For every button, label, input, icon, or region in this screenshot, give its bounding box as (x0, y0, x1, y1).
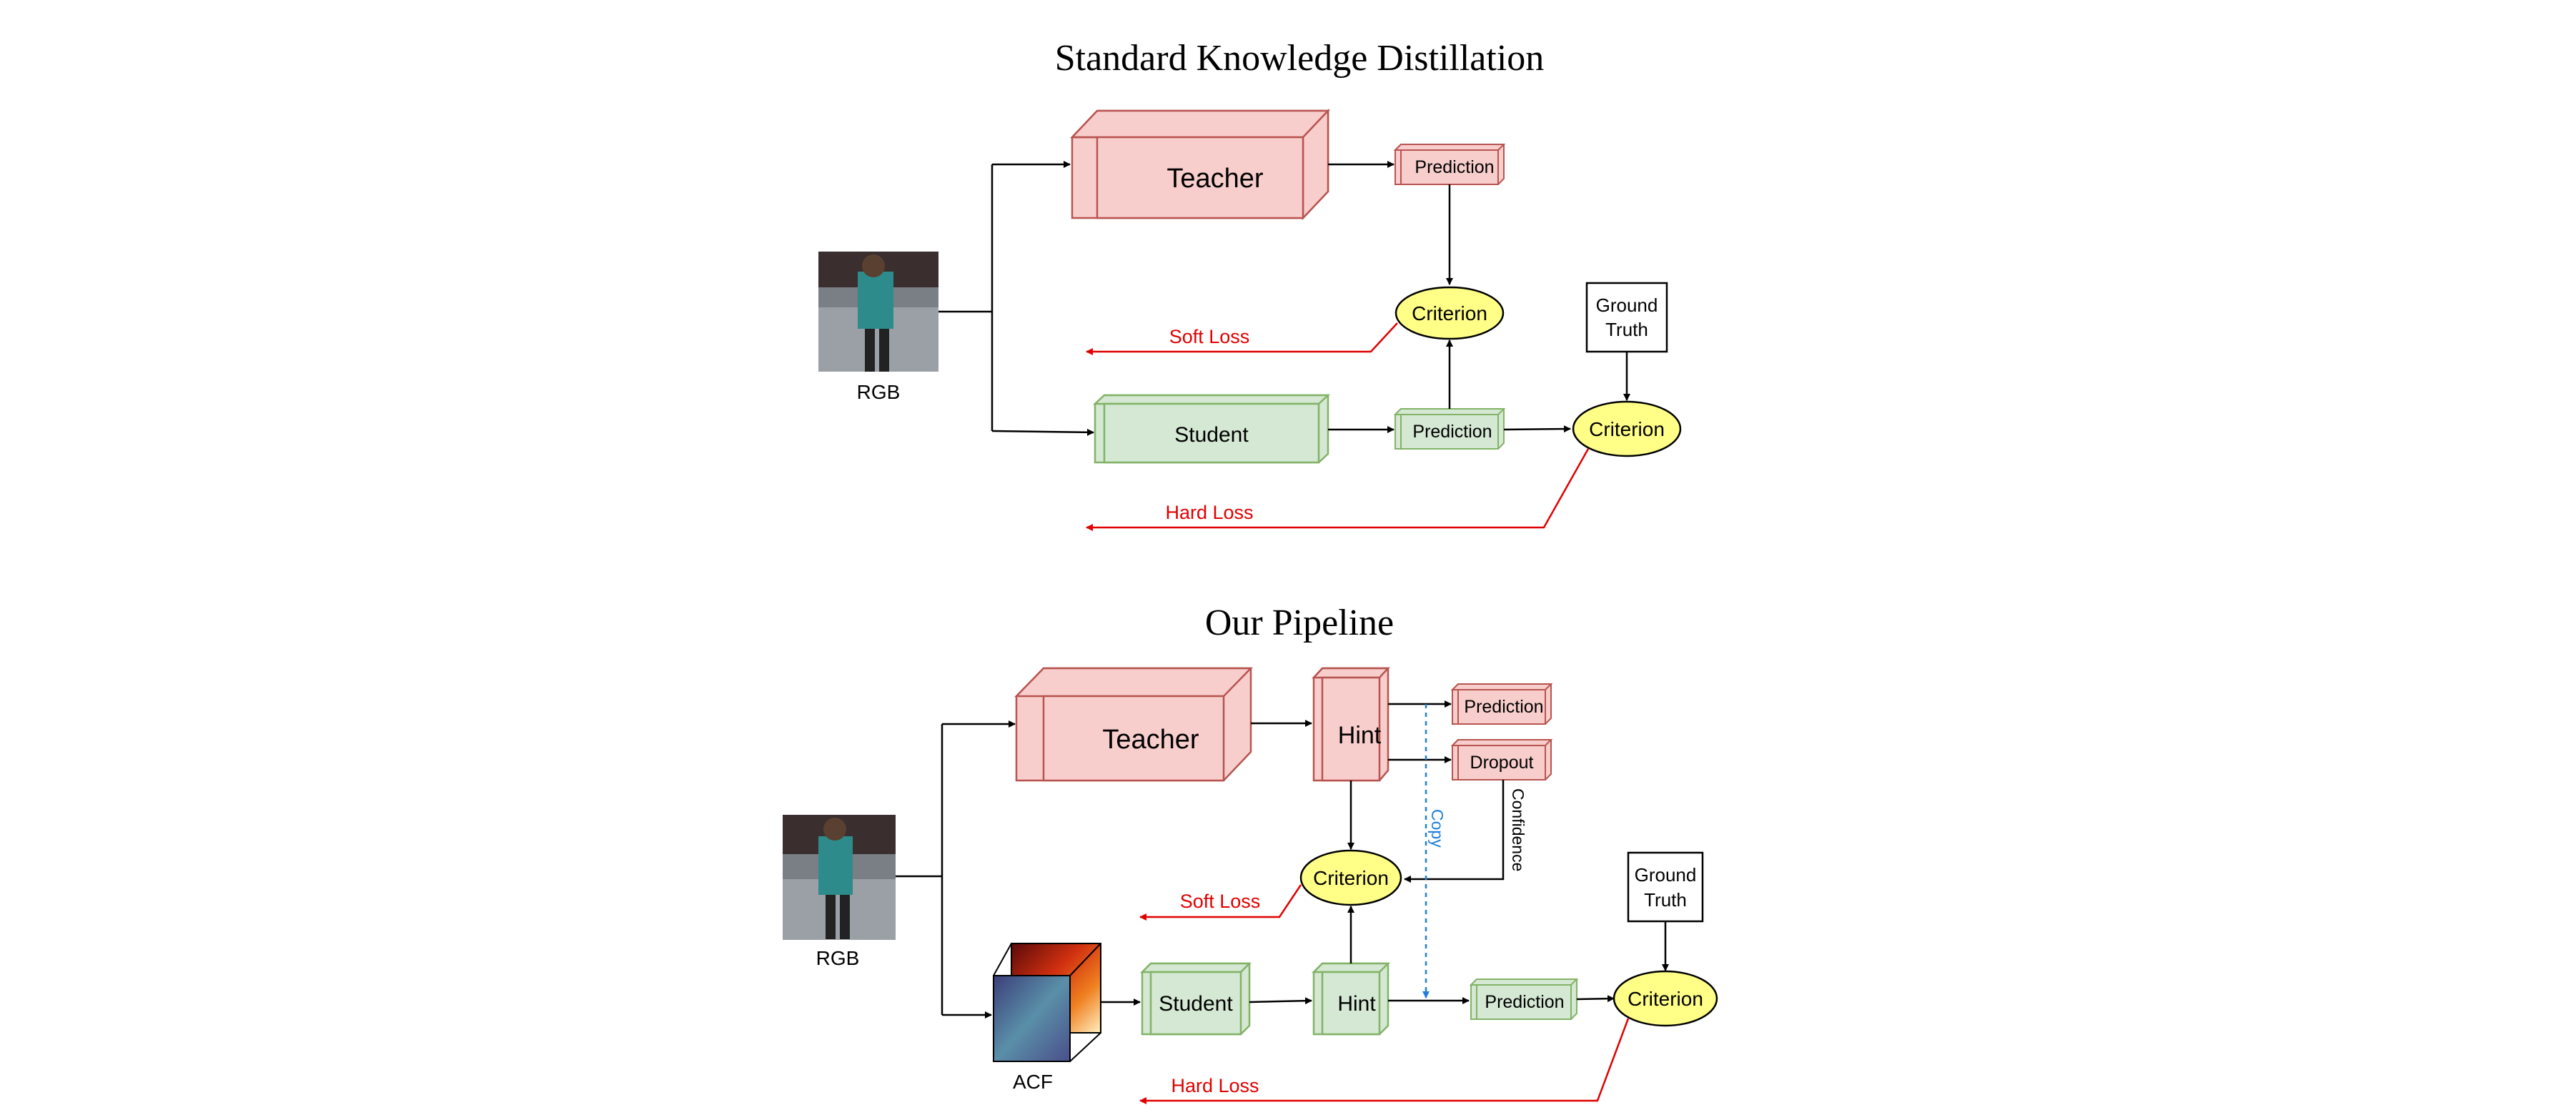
criterion-soft-label-pipeline: Criterion (1313, 867, 1389, 889)
ground-truth-line2-pipeline: Truth (1644, 889, 1687, 911)
ground-truth-line1-pipeline: Ground (1635, 864, 1697, 886)
criterion-soft-label-standard: Criterion (1412, 302, 1487, 324)
standard-kd-title: Standard Knowledge Distillation (1055, 38, 1545, 79)
teacher-hint-block (1312, 667, 1390, 782)
rgb-label-pipeline: RGB (816, 947, 860, 969)
teacher-label-standard: Teacher (1166, 164, 1264, 194)
student-label-standard: Student (1174, 423, 1249, 447)
rgb-split-connector-pipeline (896, 720, 1016, 1019)
hard-loss-label-pipeline: Hard Loss (1171, 1075, 1259, 1096)
student-prediction-block-pipeline (1469, 978, 1579, 1020)
rgb-image-standard (818, 252, 938, 372)
hard-loss-arrow-standard (1086, 448, 1590, 531)
soft-loss-arrow-pipeline (1139, 884, 1302, 921)
hard-loss-label-standard: Hard Loss (1165, 502, 1253, 523)
ground-truth-line1-standard: Ground (1596, 294, 1658, 316)
criterion-hard-label-pipeline: Criterion (1628, 988, 1703, 1010)
ground-truth-box-standard (1585, 282, 1668, 353)
ground-truth-box-pipeline (1627, 851, 1704, 923)
soft-loss-arrow-standard (1086, 322, 1398, 355)
teacher-prediction-label-standard: Prediction (1415, 157, 1494, 177)
student-block-pipeline (1139, 962, 1252, 1036)
teacher-block-pipeline (1014, 667, 1253, 782)
soft-loss-label-pipeline: Soft Loss (1180, 891, 1261, 912)
student-hint-label: Hint (1337, 992, 1376, 1016)
ground-truth-line2-standard: Truth (1605, 319, 1648, 340)
acf-feature-cube (993, 943, 1101, 1062)
teacher-prediction-block-pipeline (1450, 683, 1553, 725)
teacher-label-pipeline: Teacher (1102, 725, 1199, 755)
student-prediction-label-pipeline: Prediction (1485, 992, 1564, 1012)
criterion-hard-standard (1572, 400, 1682, 457)
teacher-prediction-label-pipeline: Prediction (1464, 697, 1543, 717)
student-block-standard (1092, 394, 1331, 464)
rgb-image-pipeline (783, 815, 896, 940)
student-hint-block (1311, 962, 1391, 1036)
criterion-hard-pipeline (1613, 970, 1718, 1027)
student-prediction-label-standard: Prediction (1412, 422, 1492, 442)
confidence-arrow (1404, 780, 1505, 883)
teacher-hint-out-connectors (1347, 700, 1452, 850)
student-label-pipeline: Student (1159, 992, 1233, 1016)
rgb-split-connector-standard (938, 161, 1094, 436)
soft-loss-label-standard: Soft Loss (1169, 326, 1250, 347)
criterion-hard-label-standard: Criterion (1589, 418, 1665, 440)
hard-loss-arrow-pipeline (1139, 1018, 1630, 1104)
criterion-soft-pipeline (1299, 849, 1402, 906)
confidence-label: Confidence (1509, 788, 1527, 871)
acf-label: ACF (1013, 1071, 1053, 1093)
teacher-hint-label: Hint (1338, 722, 1382, 749)
teacher-prediction-block-standard (1393, 144, 1506, 185)
dropout-block (1450, 739, 1553, 780)
our-pipeline-title: Our Pipeline (1205, 603, 1394, 643)
copy-label: Copy (1428, 809, 1447, 848)
rgb-label-standard: RGB (857, 381, 901, 403)
teacher-block-standard (1070, 108, 1330, 221)
student-prediction-block-standard (1393, 408, 1506, 450)
dropout-label: Dropout (1470, 753, 1534, 773)
criterion-soft-standard (1394, 286, 1505, 340)
